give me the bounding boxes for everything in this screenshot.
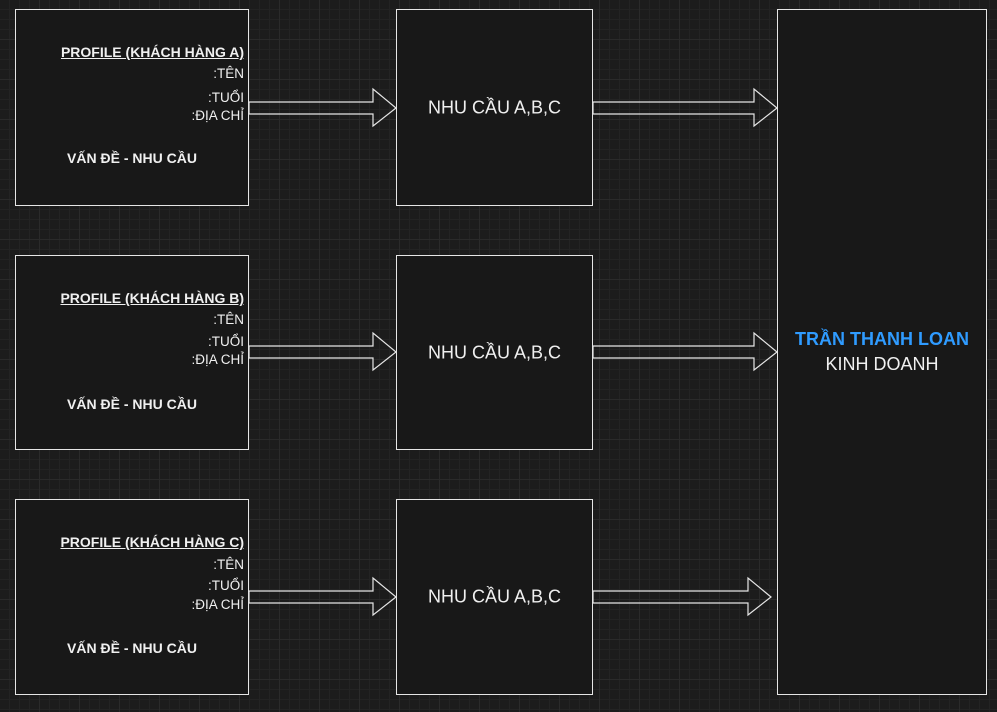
arrow-needs-b-to-business[interactable] [592, 331, 778, 372]
needs-label: NHU CẦU A,B,C [427, 97, 562, 117]
address-field: :ĐỊA CHỈ [191, 597, 244, 612]
arrow-profile-c-to-needs[interactable] [248, 576, 397, 617]
name-field: :TÊN [213, 312, 244, 327]
problem-label: VẤN ĐỀ - NHU CẦU [67, 640, 197, 656]
arrow-needs-c-to-business[interactable] [592, 576, 772, 617]
age-field: :TUỔI [208, 578, 244, 593]
age-field: :TUỔI [208, 90, 244, 105]
problem-label: VẤN ĐỀ - NHU CẦU [67, 396, 197, 412]
needs-box-c[interactable]: NHU CẦU A,B,C [396, 499, 593, 695]
address-field: :ĐỊA CHỈ [191, 108, 244, 123]
needs-label: NHU CẦU A,B,C [427, 342, 562, 362]
arrow-profile-a-to-needs[interactable] [248, 87, 397, 128]
needs-label: NHU CẦU A,B,C [427, 586, 562, 607]
profile-box-b[interactable]: PROFILE (KHÁCH HÀNG B) :TÊN :TUỔI :ĐỊA C… [15, 255, 249, 450]
name-field: :TÊN [213, 557, 244, 572]
profile-title: PROFILE (KHÁCH HÀNG C) [60, 534, 244, 550]
needs-box-b[interactable]: NHU CẦU A,B,C [396, 255, 593, 450]
business-type: KINH DOANH [825, 354, 939, 374]
profile-box-c[interactable]: PROFILE (KHÁCH HÀNG C) :TÊN :TUỔI :ĐỊA C… [15, 499, 249, 695]
business-label: TRẦN THANH LOAN KINH DOANH [788, 327, 976, 377]
needs-box-a[interactable]: NHU CẦU A,B,C [396, 9, 593, 206]
address-field: :ĐỊA CHỈ [191, 352, 244, 367]
profile-title: PROFILE (KHÁCH HÀNG B) [60, 290, 244, 306]
problem-label: VẤN ĐỀ - NHU CẦU [67, 150, 197, 166]
age-field: :TUỔI [208, 334, 244, 349]
profile-title: PROFILE (KHÁCH HÀNG A) [60, 44, 244, 60]
profile-box-a[interactable]: PROFILE (KHÁCH HÀNG A) :TÊN :TUỔI :ĐỊA C… [15, 9, 249, 206]
business-box[interactable]: TRẦN THANH LOAN KINH DOANH [777, 9, 987, 695]
business-owner-name: TRẦN THANH LOAN [795, 329, 969, 349]
arrow-profile-b-to-needs[interactable] [248, 331, 397, 372]
name-field: :TÊN [213, 66, 244, 81]
arrow-needs-a-to-business[interactable] [592, 87, 778, 128]
